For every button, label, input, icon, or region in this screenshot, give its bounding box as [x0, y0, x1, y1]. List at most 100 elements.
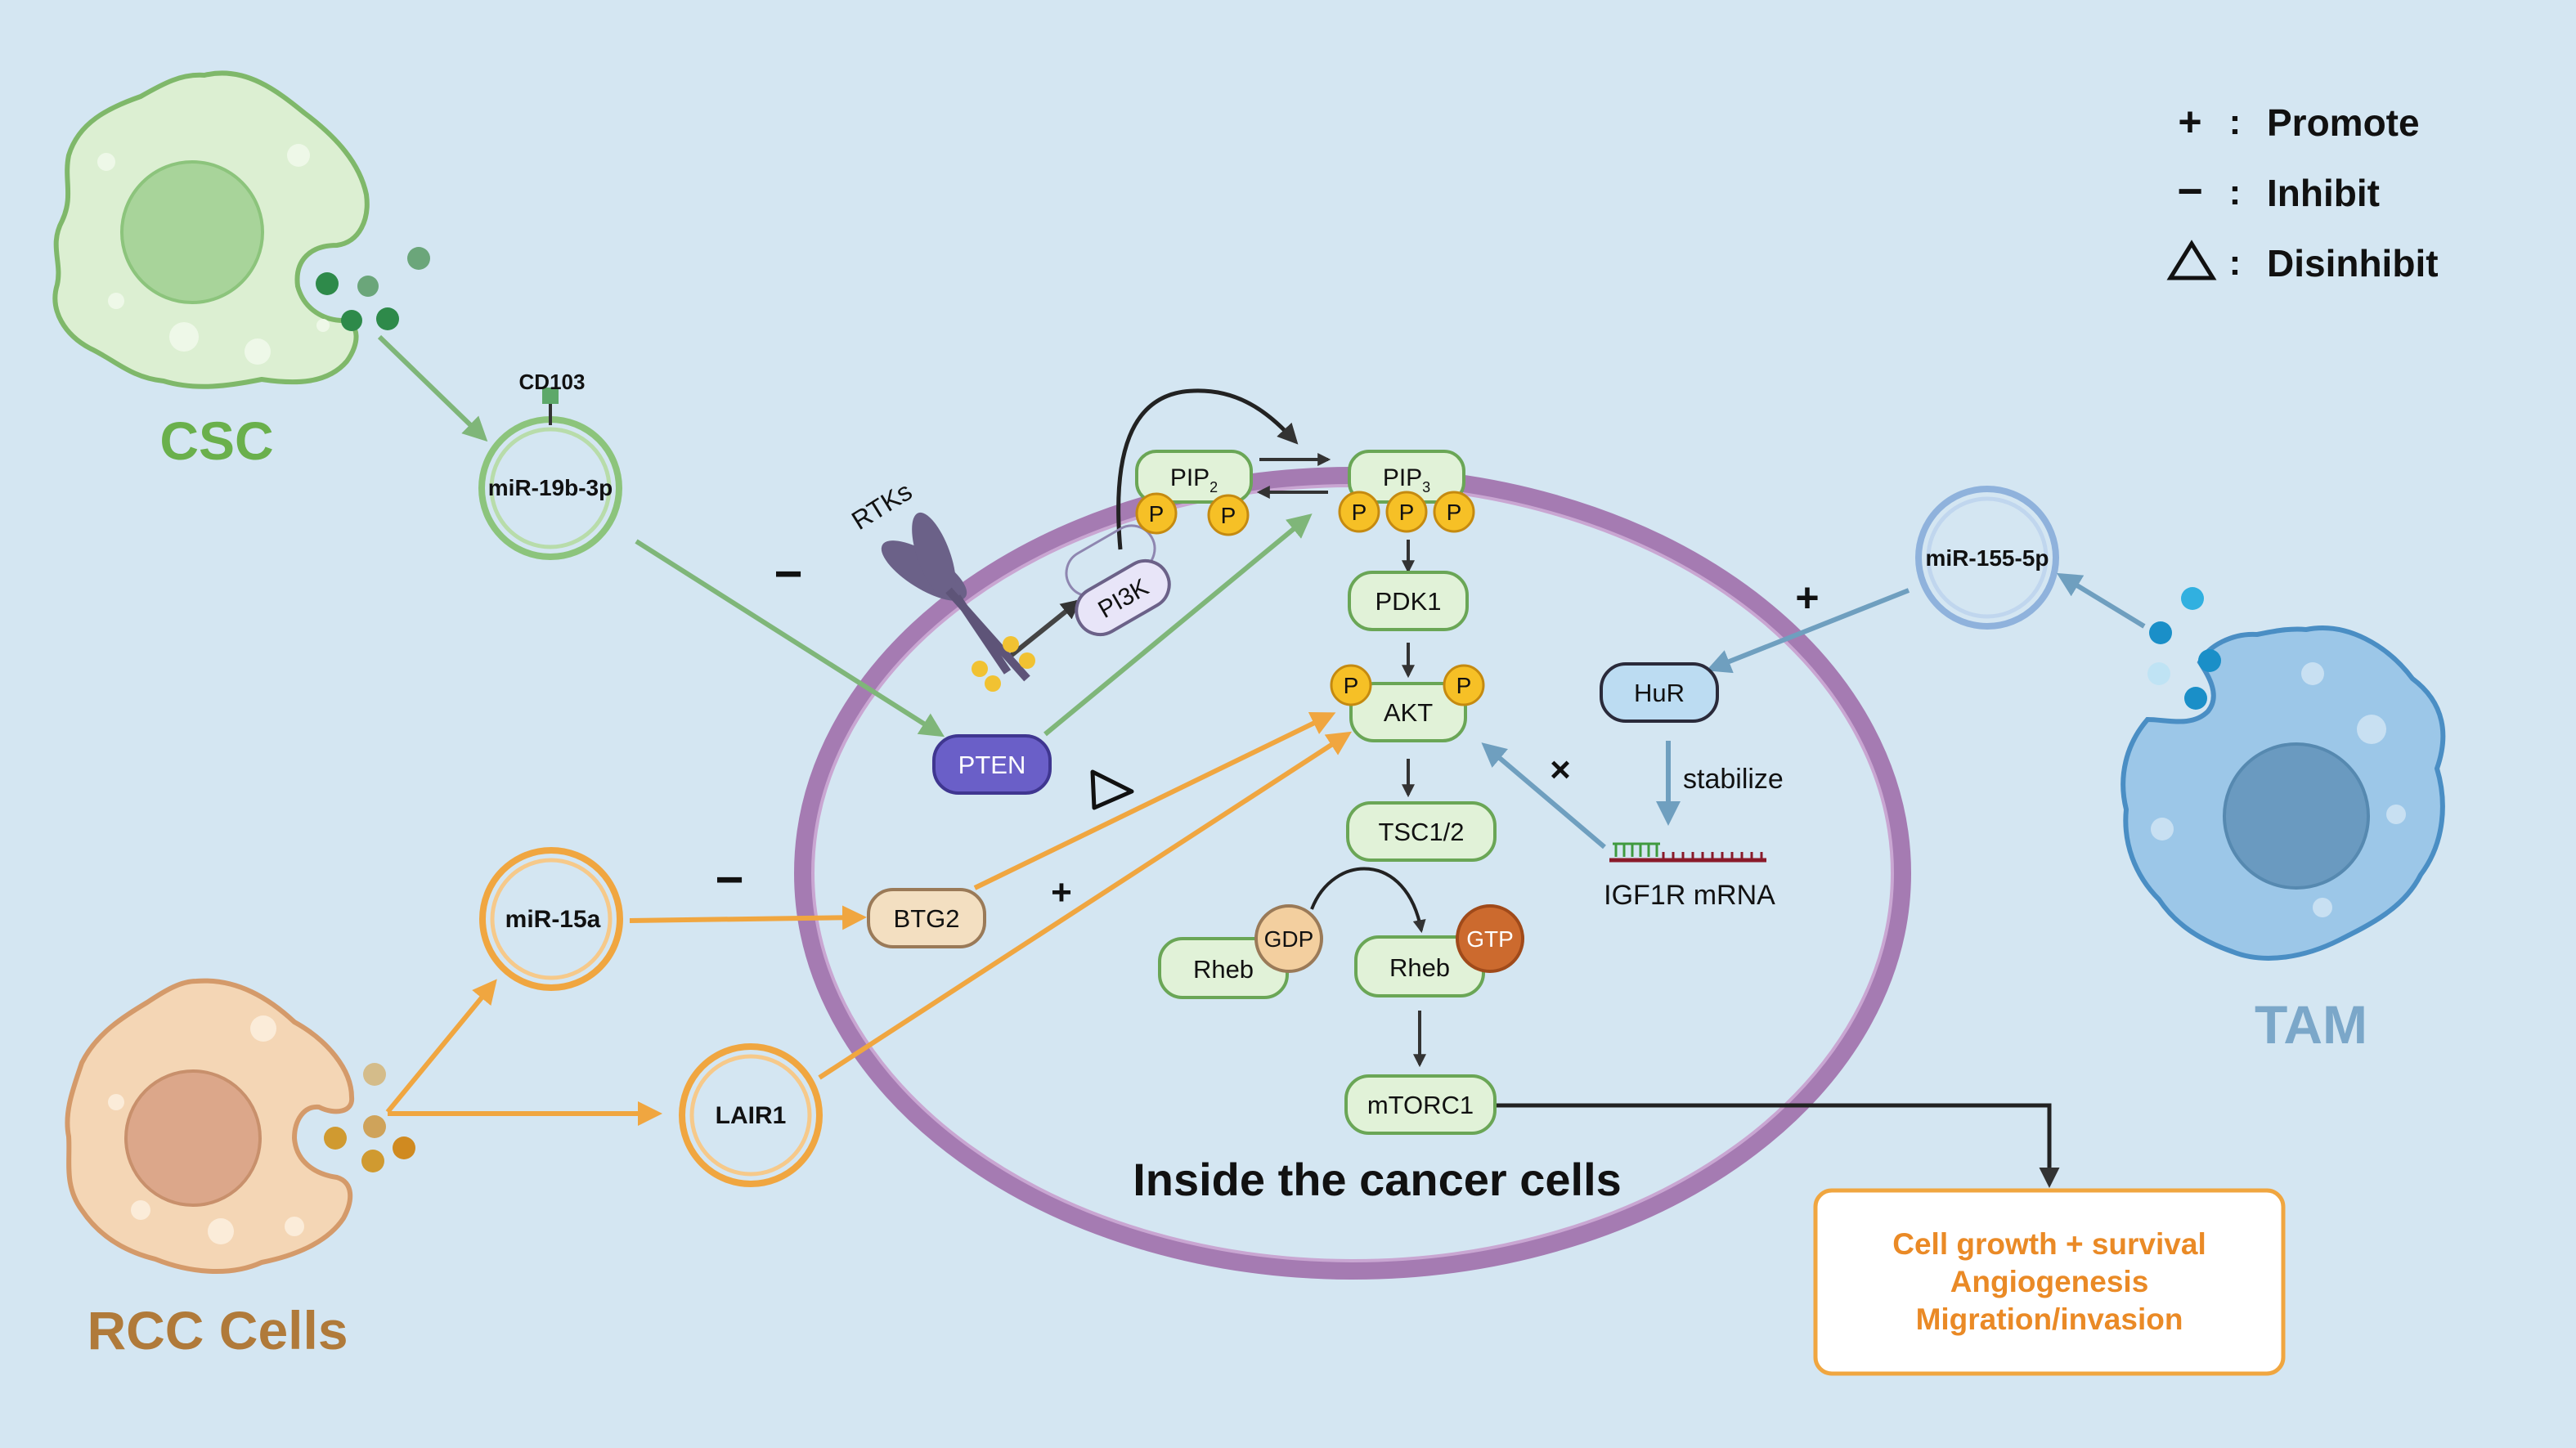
pten-label: PTEN	[958, 751, 1026, 779]
mtorc1-label: mTORC1	[1367, 1091, 1474, 1119]
mir-19b-to-pten-arrow	[635, 539, 945, 737]
mir-15a-label: miR-15a	[505, 906, 601, 933]
pip3-phospho-label: P	[1352, 500, 1367, 525]
disinhibit-triangle-icon	[1090, 769, 1134, 810]
rtk-phospho-icon	[985, 675, 1001, 692]
tam-cell-granule	[2301, 662, 2324, 685]
akt-phospho-label: P	[1456, 673, 1472, 698]
csc-exosome	[357, 276, 379, 297]
legend-disinhibit-sep: :	[2229, 243, 2242, 283]
csc-inhibit-sign: −	[774, 546, 802, 601]
pip3-phospho-icon	[1338, 491, 1380, 533]
tam-cell-granule	[2151, 818, 2174, 841]
legend-promote-symbol: +	[2178, 99, 2201, 145]
pten-to-pip3-arrow	[1043, 513, 1313, 737]
rcc-exosome	[393, 1136, 415, 1159]
csc-cell-granule	[169, 322, 199, 352]
rcc-cell-granule	[208, 1218, 234, 1244]
legend-disinhibit-label: Disinhibit	[2267, 242, 2439, 285]
rcc-cell: RCC Cells	[65, 978, 415, 1361]
pip2-shape	[1135, 450, 1253, 504]
rcc-exosome	[363, 1115, 386, 1138]
tam-cell-granule	[2313, 898, 2332, 917]
outcome-line-3: Migration/invasion	[1916, 1302, 2183, 1336]
igf1r-to-akt-arrow	[1481, 742, 1606, 850]
hur-node: HuR	[1600, 662, 1719, 723]
btg2-to-akt-arrow	[973, 712, 1336, 890]
inside-cell-label: Inside the cancer cells	[1133, 1154, 1622, 1205]
legend-promote-sep: :	[2229, 102, 2242, 142]
pdk1-node: PDK1	[1348, 571, 1469, 631]
rcc-cell-granule	[108, 1094, 124, 1110]
csc-exosome	[316, 272, 339, 295]
stabilize-label: stabilize	[1683, 764, 1784, 795]
gdp-badge	[1254, 904, 1323, 973]
tam-cell-granule	[2386, 805, 2406, 824]
mir-155-to-hur-arrow	[1706, 588, 1910, 674]
legend-disinhibit-triangle-icon	[2166, 240, 2217, 280]
tam-label: TAM	[2255, 994, 2367, 1055]
akt-node: AKT P P	[1330, 664, 1485, 742]
pi3k-activation-arrow	[1009, 598, 1081, 658]
tam-exosome	[2149, 621, 2172, 644]
legend-inhibit-label: Inhibit	[2267, 172, 2380, 214]
rcc-exosome	[363, 1063, 386, 1086]
pip3-phospho-icon	[1385, 491, 1428, 533]
rheb-gdp-label: Rheb	[1193, 955, 1254, 984]
akt-phospho-icon	[1443, 664, 1485, 706]
pdk1-label: PDK1	[1376, 587, 1442, 616]
legend: + : Promote − : Inhibit : Disinhibit	[2166, 99, 2439, 285]
pi3k-shape	[1075, 559, 1171, 636]
tam-nucleus	[2223, 742, 2370, 890]
pip2-phospho-label: P	[1221, 503, 1236, 528]
gdp-label: GDP	[1264, 926, 1314, 952]
rheb-gtp-label: Rheb	[1389, 953, 1450, 982]
tam-exosome	[2181, 587, 2204, 610]
tam-to-vesicle-arrow	[2056, 572, 2146, 629]
pip2-label: PIP2	[1170, 464, 1218, 495]
pip2-phospho-icon	[1135, 492, 1178, 535]
pip3-node: PIP3 P P P	[1338, 450, 1475, 533]
rcc-cell-granule	[131, 1200, 150, 1220]
btg2-node: BTG2	[867, 888, 986, 948]
mrna-bound-protein	[1613, 842, 1660, 857]
tam-cell-granule	[2357, 715, 2386, 744]
igf1r-mrna: IGF1R mRNA	[1604, 842, 1775, 911]
lair1-promote-sign: +	[1051, 872, 1072, 912]
cd103-marker-icon	[542, 388, 559, 404]
rtk-receptor: RTKs	[846, 476, 1035, 692]
csc-to-vesicle-arrow	[377, 334, 488, 442]
csc-exosome	[407, 247, 430, 270]
rcc-cell-granule	[250, 1015, 276, 1042]
rcc-exosome	[361, 1150, 384, 1172]
pten-node: PTEN	[932, 734, 1052, 795]
rtk-phospho-icon	[972, 661, 988, 677]
pip2-phospho-label: P	[1149, 501, 1165, 527]
pip3-phospho-label: P	[1399, 500, 1415, 525]
tam-exosome	[2198, 649, 2221, 672]
rtk-right-lobe	[912, 512, 956, 600]
rcc-cell-granule	[285, 1217, 304, 1236]
rtks-label: RTKs	[846, 476, 917, 536]
mir-19b-3p-label: miR-19b-3p	[488, 475, 613, 500]
igf1r-sign: ×	[1550, 750, 1571, 790]
mtorc1-node: mTORC1	[1344, 1074, 1497, 1135]
csc-nucleus	[120, 160, 264, 304]
legend-inhibit-symbol: −	[2177, 167, 2203, 216]
pip3-phospho-icon	[1433, 491, 1475, 533]
pip2-node: PIP2 P P	[1135, 450, 1253, 536]
outcome-line-1: Cell growth + survival	[1892, 1227, 2206, 1261]
csc-cell-granule	[287, 144, 310, 167]
akt-phospho-label: P	[1344, 673, 1359, 698]
rcc-exosome	[324, 1127, 347, 1150]
mir-15a-to-btg2-arrow	[629, 905, 867, 930]
csc-exosome	[341, 310, 362, 331]
igf1r-mrna-label: IGF1R mRNA	[1604, 880, 1775, 911]
mtorc1-to-outcome-arrow	[1497, 1103, 2060, 1188]
rheb-gtp-node: Rheb GTP	[1354, 904, 1524, 997]
csc-cell-granule	[316, 319, 330, 332]
btg2-label: BTG2	[894, 904, 960, 933]
mir15a-inhibit-sign: −	[715, 852, 743, 907]
tam-exosome	[2184, 687, 2207, 710]
